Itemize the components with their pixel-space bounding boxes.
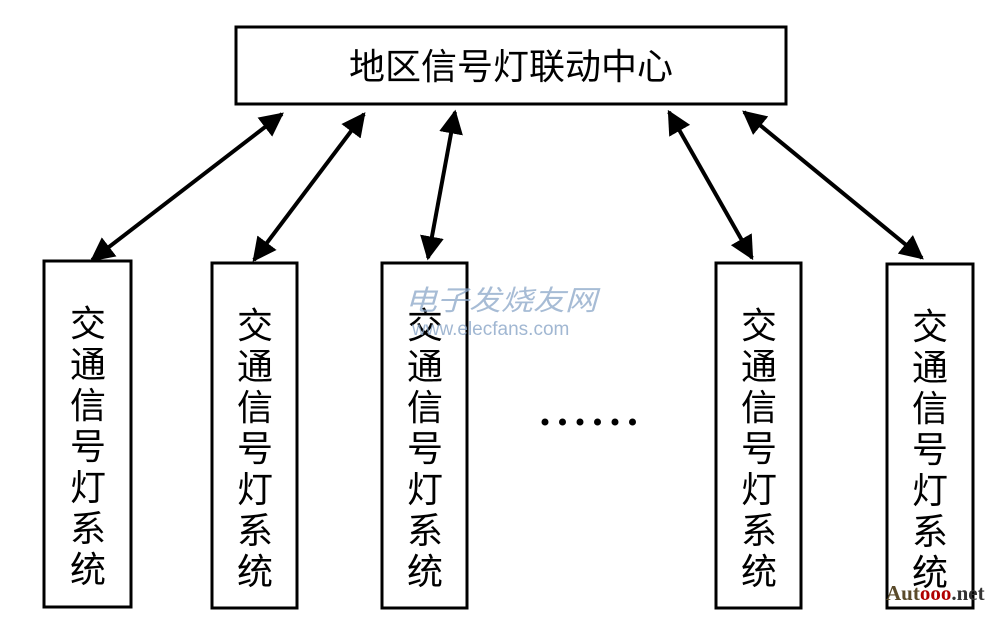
system-label: 交通信号灯系统 — [407, 306, 443, 593]
connection-arrow-3 — [420, 109, 463, 261]
system-label: 交通信号灯系统 — [741, 306, 777, 593]
brand-prefix: Aut — [886, 581, 920, 605]
system-node-3: 交通信号灯系统 — [380, 261, 469, 610]
ellipsis-dot — [594, 418, 601, 426]
center-node: 地区信号灯联动中心 — [234, 25, 788, 106]
center-label: 地区信号灯联动中心 — [349, 47, 673, 88]
connection-arrow-2 — [252, 112, 366, 262]
ellipsis-dot — [559, 418, 566, 426]
connection-arrow-5 — [742, 110, 924, 260]
system-box — [380, 261, 469, 610]
system-node-1: 交通信号灯系统 — [42, 259, 133, 609]
system-node-4: 交通信号灯系统 — [714, 261, 803, 610]
connection-arrow-4 — [667, 109, 754, 261]
ellipsis-dot — [629, 418, 636, 426]
ellipsis-dot — [611, 418, 619, 426]
system-label: 交通信号灯系统 — [912, 307, 948, 594]
connection-arrow-1 — [90, 112, 284, 262]
ellipsis — [541, 418, 636, 426]
watermark: 电子发烧友网 www.elecfans.com — [405, 284, 602, 340]
system-box — [42, 259, 133, 609]
brand-mark: Autooo.net — [886, 581, 985, 605]
watermark-cn-text: 电子发烧友网 — [405, 284, 602, 317]
ellipsis-dot — [541, 418, 549, 426]
center-box — [234, 25, 788, 106]
system-label: 交通信号灯系统 — [237, 306, 273, 593]
system-label: 交通信号灯系统 — [70, 304, 106, 591]
ellipsis-dot — [576, 418, 584, 426]
system-box — [885, 262, 975, 610]
brand-middle: ooo — [920, 581, 952, 605]
system-box — [210, 261, 299, 610]
system-node-2: 交通信号灯系统 — [210, 261, 299, 610]
brand-suffix: .net — [951, 581, 984, 605]
system-node-5: 交通信号灯系统 — [885, 262, 975, 610]
watermark-url: www.elecfans.com — [411, 319, 569, 340]
system-box — [714, 261, 803, 610]
connections — [90, 109, 924, 262]
